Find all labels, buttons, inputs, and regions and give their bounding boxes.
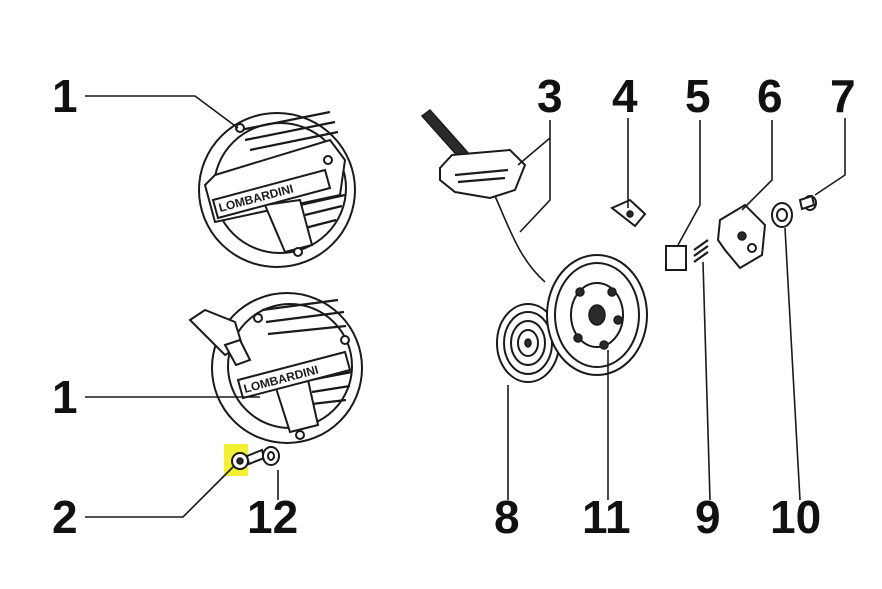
pawl-part-4 — [610, 198, 647, 228]
callout-7: 7 — [830, 70, 856, 122]
spring-part-5 — [665, 245, 687, 271]
callout-1-top: 1 — [52, 70, 78, 122]
ratchet-plate-part-6 — [716, 203, 767, 270]
callout-2: 2 — [52, 491, 78, 543]
screw-part-7 — [798, 194, 817, 211]
recoil-spring-part-8 — [496, 303, 560, 383]
callout-5: 5 — [685, 70, 711, 122]
starter-cover-assembled: LOMBARDINI — [188, 292, 363, 444]
callout-3: 3 — [537, 70, 563, 122]
callout-10: 10 — [770, 491, 822, 543]
callout-1-bottom: 1 — [52, 371, 78, 423]
pulley-part-11 — [546, 254, 648, 376]
callout-6: 6 — [757, 70, 783, 122]
leader-lines — [85, 95, 846, 518]
washer-part-10 — [771, 202, 793, 228]
starter-cover-top: LOMBARDINI — [198, 110, 356, 268]
spring-part-9 — [693, 239, 709, 263]
callout-11: 11 — [582, 491, 631, 543]
washer-part-12 — [262, 446, 280, 466]
callout-12: 12 — [247, 491, 299, 543]
callout-4: 4 — [612, 70, 638, 122]
bolt-part-2 — [224, 444, 266, 476]
callout-9: 9 — [695, 491, 721, 543]
rope-handle-part-3 — [420, 108, 546, 283]
callout-8: 8 — [494, 491, 520, 543]
